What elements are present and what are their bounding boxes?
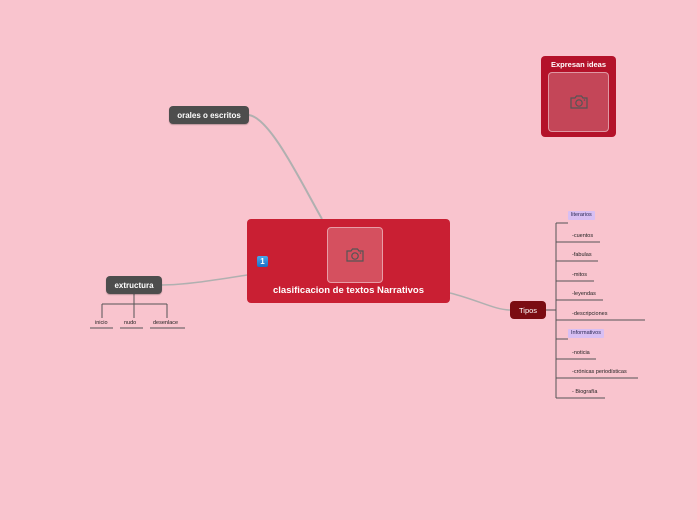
image-placeholder[interactable] [548,72,609,132]
leaf-inicio[interactable]: inicio [95,320,108,326]
leaf-cronicas[interactable]: -crónicas periodísticas [572,369,627,375]
leaf-noticia[interactable]: -noticia [572,350,590,356]
leaf-cuentos[interactable]: -cuentos [572,233,594,239]
subtopic-tipos[interactable]: Tipos [510,301,546,319]
main-topic-title: clasificacion de textos Narrativos [272,285,424,296]
floating-topic[interactable]: Expresan ideas [541,56,616,137]
priority-badge-icon: 1 [257,256,268,267]
link-main-extructura [161,274,248,286]
leaf-desenlace[interactable]: desenlace [153,320,179,326]
camera-icon [569,95,588,109]
floating-topic-title: Expresan ideas [550,60,607,69]
main-topic[interactable]: 1 clasificacion de textos Narrativos [247,219,450,303]
category-tag-informativos[interactable]: Informativos [568,329,604,338]
subtopic-extructura[interactable]: extructura [106,276,162,294]
subtopic-orales[interactable]: orales o escritos [169,106,249,124]
link-main-orales [248,114,323,220]
leaf-descripciones[interactable]: -descripciones [572,311,608,317]
link-main-tipos [449,292,511,311]
leaf-mitos[interactable]: -mitos [572,272,587,278]
leaf-leyendas[interactable]: -leyendas [572,291,596,297]
camera-icon [346,248,364,262]
leaf-fabulas[interactable]: -fabulas [572,252,592,258]
image-placeholder[interactable] [327,227,383,283]
category-tag-literarios[interactable]: literarios [568,211,595,220]
leaf-biografia[interactable]: - Biografía [572,389,598,395]
leaf-nudo[interactable]: nudo [124,320,137,326]
